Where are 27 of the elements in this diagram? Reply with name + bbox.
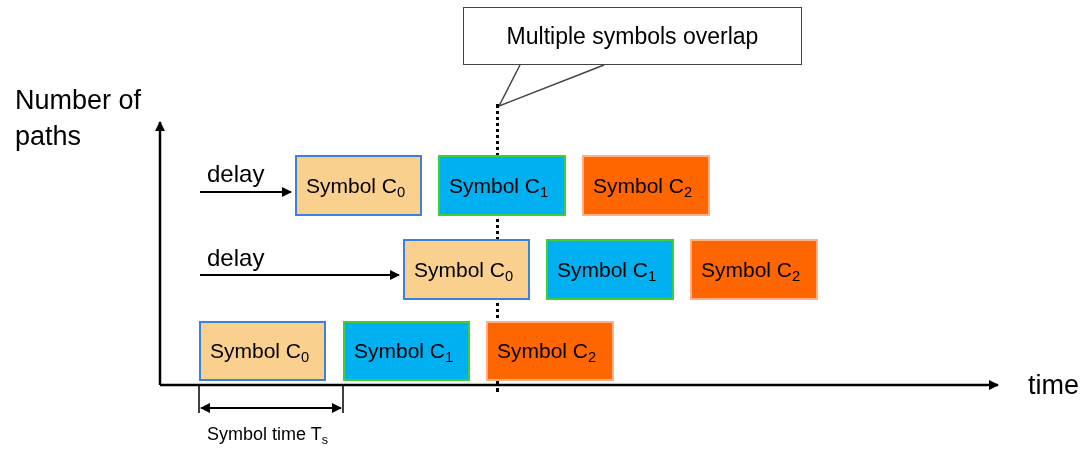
symbol-label: Symbol C$_{0}$ — [306, 173, 406, 198]
symbol-box — [199, 321, 326, 381]
dimension-label: Symbol time T$_{s}$ — [207, 424, 328, 445]
axis-title: time — [1028, 370, 1079, 402]
symbol-label: Symbol C$_{2}$ — [593, 173, 693, 198]
symbol-label: Symbol C$_{1}$ — [354, 339, 454, 363]
symbol-label: Symbol C$_{1}$ — [557, 257, 657, 282]
symbol-label: Symbol C$_{0}$ — [414, 257, 514, 282]
callout-box — [463, 7, 802, 65]
arrow — [199, 187, 292, 197]
symbol-label: Symbol C$_{2}$ — [497, 339, 597, 363]
callout-text: Multiple symbols overlap — [506, 22, 759, 50]
symbol-box — [403, 239, 530, 300]
symbol-box — [486, 321, 614, 381]
edge-label: delay — [207, 160, 265, 188]
edge-label: delay — [207, 244, 265, 272]
symbol-box — [295, 155, 422, 216]
symbol-box — [343, 321, 470, 381]
symbol-box — [582, 155, 710, 216]
symbol-label: Symbol C$_{2}$ — [701, 257, 801, 282]
symbol-box — [438, 155, 566, 216]
symbol-box — [546, 239, 674, 300]
symbol-box — [690, 239, 818, 300]
symbol-label: Symbol C$_{0}$ — [210, 339, 310, 363]
arrow — [199, 270, 400, 280]
symbol-label: Symbol C$_{1}$ — [449, 173, 549, 198]
axis-title: Number of paths — [15, 84, 143, 154]
